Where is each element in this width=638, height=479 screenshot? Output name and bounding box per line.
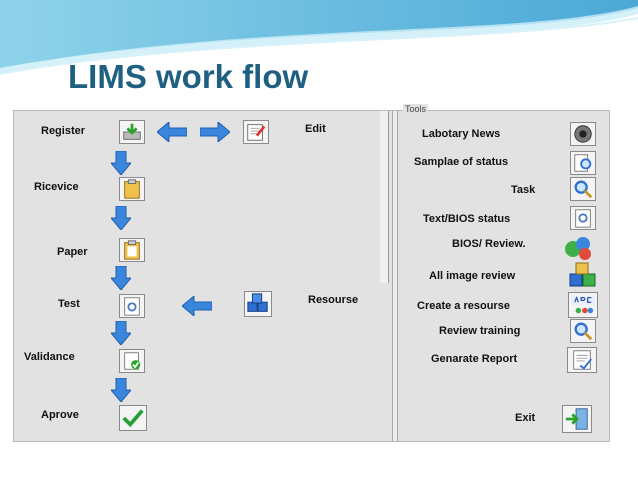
tool-label-text-bios-status: Text/BIOS status <box>423 213 511 225</box>
left-arrow-icon <box>182 296 212 316</box>
search-icon[interactable] <box>570 319 596 343</box>
step-label-approve: Aprove <box>41 409 79 421</box>
step-label-paper: Paper <box>57 246 88 258</box>
step-label-register: Register <box>41 125 86 137</box>
down-arrow-icon <box>111 151 131 175</box>
exit-door-icon[interactable] <box>562 405 592 433</box>
tool-label-laboratory-news: Labotary News <box>422 128 501 140</box>
magnifier-document-icon[interactable] <box>570 151 596 175</box>
down-arrow-icon <box>111 321 131 345</box>
tool-label-exit: Exit <box>515 412 536 424</box>
search-icon[interactable] <box>570 177 596 201</box>
approve-check-icon[interactable] <box>119 405 147 431</box>
step-label-test: Test <box>58 298 80 310</box>
gear-document-icon[interactable] <box>119 294 145 318</box>
report-document-icon[interactable] <box>567 347 597 373</box>
color-balls-icon[interactable] <box>562 235 596 261</box>
tool-label-generate-report: Genarate Report <box>431 353 518 365</box>
tool-label-all-image-review: All image review <box>429 270 516 282</box>
validate-check-icon[interactable] <box>119 349 145 373</box>
edit-label: Edit <box>305 123 326 135</box>
down-arrow-icon <box>111 378 131 402</box>
tools-group-label: Tools <box>403 104 429 114</box>
tool-label-create-resource: Create a resourse <box>417 300 510 312</box>
right-arrow-icon <box>200 122 230 142</box>
down-arrow-icon <box>111 266 131 290</box>
panel-divider <box>392 111 398 441</box>
step-label-receive: Ricevice <box>34 181 79 193</box>
resource-label: Resourse <box>308 294 359 306</box>
tool-label-bios-review: BIOS/ Review. <box>452 238 526 250</box>
down-arrow-icon <box>111 206 131 230</box>
register-download-icon[interactable] <box>119 120 145 144</box>
speaker-icon[interactable] <box>570 122 596 146</box>
resource-cubes-icon[interactable] <box>244 291 272 317</box>
tool-label-review-training: Review training <box>439 325 521 337</box>
clipboard-receive-icon[interactable] <box>119 177 145 201</box>
tool-label-task: Task <box>511 184 536 196</box>
tool-label-sample-status: Samplae of status <box>414 156 509 168</box>
left-arrow-icon <box>157 122 187 142</box>
settings-document-icon[interactable] <box>570 206 596 230</box>
blocks-icon[interactable] <box>568 262 598 288</box>
step-label-validance: Validance <box>24 351 75 363</box>
scrollbar-thumb[interactable] <box>380 111 389 283</box>
header-swoosh-decoration <box>0 0 638 75</box>
clipboard-paper-icon[interactable] <box>119 238 145 262</box>
edit-notepad-icon[interactable] <box>243 120 269 144</box>
lims-window: Register Edit Ricevice Paper Test Resour… <box>13 104 610 442</box>
slide-title: LIMS work flow <box>68 58 309 95</box>
abc-spellcheck-icon[interactable] <box>568 292 598 318</box>
